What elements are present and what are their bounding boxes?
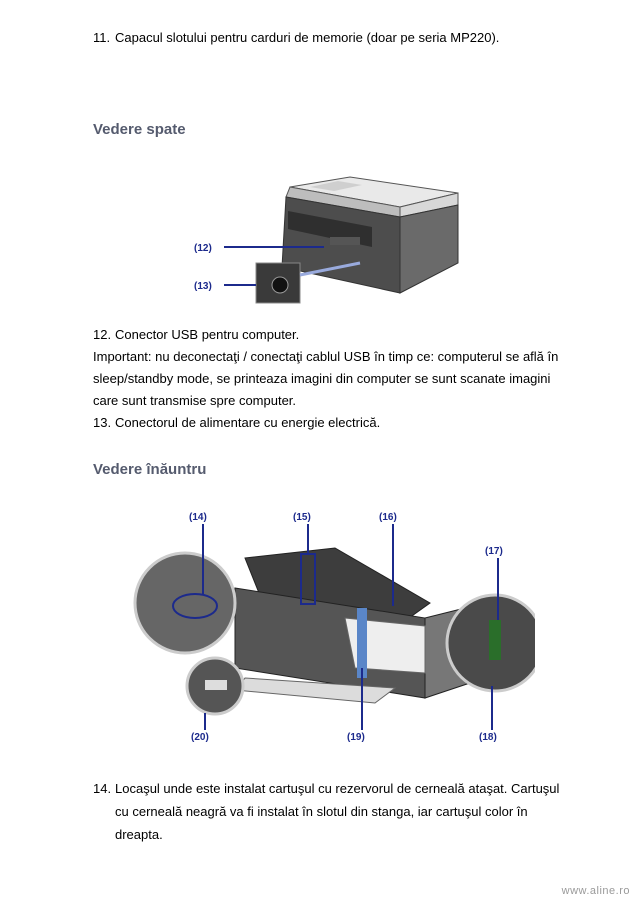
callout-19: (19)	[347, 732, 365, 743]
callout-17: (17)	[485, 546, 503, 557]
item-number: 14.	[93, 781, 112, 796]
list-item-14: 14. Locaşul unde este instalat cartuşul …	[93, 777, 573, 846]
printer-rear-view-figure: (12) (13)	[194, 176, 459, 304]
list-item-12: 12.Conector USB pentru computer.	[93, 324, 299, 346]
item-text: Capacul slotului pentru carduri de memor…	[115, 30, 500, 45]
callout-15: (15)	[293, 512, 311, 523]
callout-18: (18)	[479, 732, 497, 743]
printer-inside-view-figure: (14) (20) (15) (16) (17) (18) (19)	[133, 512, 535, 743]
callout-20: (20)	[191, 732, 209, 743]
footer-watermark: www.aline.ro	[561, 885, 630, 897]
item-number: 12.	[93, 327, 112, 342]
list-item-11: 11. Capacul slotului pentru carduri de me…	[93, 27, 499, 49]
heading-back-view: Vedere spate	[93, 121, 186, 138]
item-text: Locaşul unde este instalat cartuşul cu r…	[115, 781, 560, 842]
item-number: 11.	[93, 30, 111, 45]
callout-13: (13)	[194, 281, 212, 292]
important-note: Important: nu deconectaţi / conectaţi ca…	[93, 349, 559, 408]
item-number: 13.	[93, 415, 112, 430]
callout-16: (16)	[379, 512, 397, 523]
item-text: Conector USB pentru computer.	[115, 327, 300, 342]
list-item-13: 13.Conectorul de alimentare cu energie e…	[93, 412, 380, 434]
item-text: Conectorul de alimentare cu energie elec…	[115, 415, 381, 430]
callout-12: (12)	[194, 243, 212, 254]
callout-14: (14)	[189, 512, 207, 523]
heading-inside-view: Vedere înăuntru	[93, 461, 207, 478]
